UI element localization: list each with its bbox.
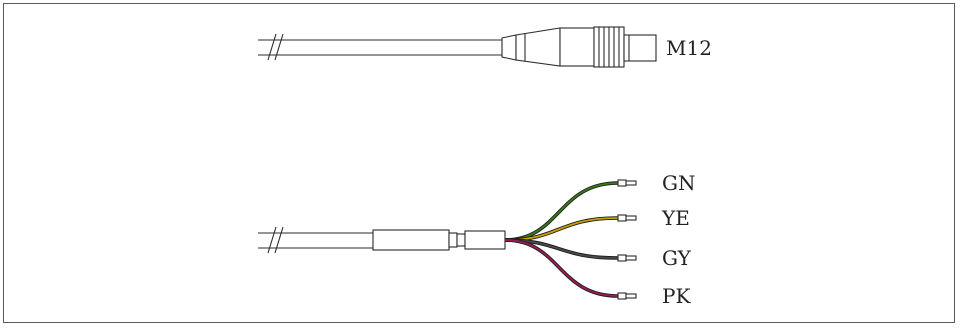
wire-label-gy: GY xyxy=(662,246,692,270)
m12-label: M12 xyxy=(666,36,712,60)
flying-lead-cable xyxy=(258,226,506,254)
ferrule-pk xyxy=(617,292,627,300)
wire-label-group: GN YE GY PK xyxy=(661,171,695,308)
pin-pk xyxy=(625,293,637,299)
lead-break-mark-2 xyxy=(274,226,284,254)
heat-shrink-small xyxy=(464,230,506,250)
m12-break-mark-2 xyxy=(274,33,284,61)
m12-break-mark-1 xyxy=(267,33,277,61)
wire-label-ye: YE xyxy=(661,206,690,230)
m12-body xyxy=(559,27,595,67)
pin-gy xyxy=(625,255,637,261)
wire-label-pk: PK xyxy=(662,284,691,308)
m12-strain-relief xyxy=(501,34,517,61)
m12-taper xyxy=(515,27,561,67)
heat-shrink-large xyxy=(372,229,450,251)
wire-label-gn: GN xyxy=(662,171,695,195)
ferrule-ye xyxy=(617,214,627,222)
pin-ye xyxy=(625,215,637,221)
wire-group xyxy=(504,179,637,300)
wire-outline-gn xyxy=(504,181,619,242)
wire-pk xyxy=(504,239,619,297)
lead-break-mark-1 xyxy=(267,226,277,254)
pin-gn xyxy=(625,180,637,186)
ferrule-gy xyxy=(617,254,627,262)
m12-cable xyxy=(258,26,657,68)
diagram-frame xyxy=(3,3,955,323)
ferrule-gn xyxy=(617,179,627,187)
